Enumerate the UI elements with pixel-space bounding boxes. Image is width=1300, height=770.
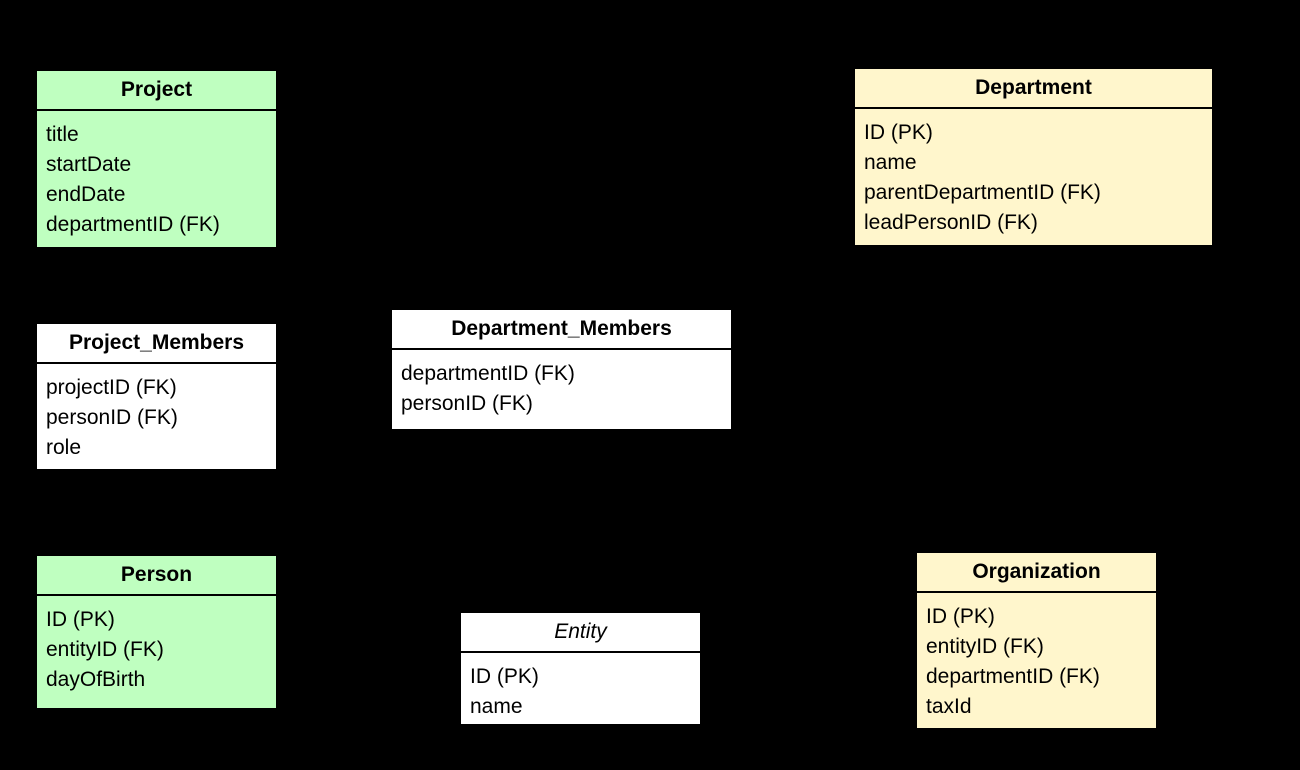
entity-title-department_members: Department_Members xyxy=(392,310,731,350)
entity-attribute: ID (PK) xyxy=(926,605,995,628)
entity-attributes-entity: ID (PK) name xyxy=(461,653,700,724)
entity-attributes-project: title startDate endDate departmentID (FK) xyxy=(37,111,276,247)
entity-box-project_members[interactable]: Project_Members projectID (FK) personID (F… xyxy=(35,322,278,471)
entity-attribute: startDate xyxy=(46,153,132,176)
entity-attribute: ID (PK) xyxy=(864,121,933,144)
entity-attribute: taxId xyxy=(926,695,972,718)
entity-attribute: personID (FK) xyxy=(401,392,533,415)
entity-attribute: departmentID (FK) xyxy=(926,665,1100,688)
entity-attribute: personID (FK) xyxy=(46,406,178,429)
entity-title-project_members: Project_Members xyxy=(37,324,276,364)
entity-attribute: ID (PK) xyxy=(470,665,539,688)
entity-title-project: Project xyxy=(37,71,276,111)
entity-box-organization[interactable]: Organization ID (PK) entityID (FK) departme… xyxy=(915,551,1158,730)
entity-attribute: parentDepartmentID (FK) xyxy=(864,181,1101,204)
entity-attribute: projectID (FK) xyxy=(46,376,177,399)
entity-title-person: Person xyxy=(37,556,276,596)
entity-attribute: name xyxy=(470,695,523,718)
entity-title-organization: Organization xyxy=(917,553,1156,593)
entity-attribute: ID (PK) xyxy=(46,608,115,631)
entity-attribute: title xyxy=(46,123,79,146)
entity-attribute: name xyxy=(864,151,917,174)
entity-title-entity: Entity xyxy=(461,613,700,653)
entity-attribute: departmentID (FK) xyxy=(401,362,575,385)
entity-title-department: Department xyxy=(855,69,1212,109)
entity-attributes-department_members: departmentID (FK) personID (FK) xyxy=(392,350,731,428)
entity-attributes-department: ID (PK) name parentDepartmentID (FK) leadPe… xyxy=(855,109,1212,245)
entity-attribute: role xyxy=(46,436,82,459)
entity-attributes-organization: ID (PK) entityID (FK) departmentID (FK) tax… xyxy=(917,593,1156,728)
entity-box-person[interactable]: Person ID (PK) entityID (FK) dayOfBirth xyxy=(35,554,278,710)
entity-box-department[interactable]: Department ID (PK) name parentDepartmentID … xyxy=(853,67,1214,247)
entity-attribute: dayOfBirth xyxy=(46,668,146,691)
entity-attribute: departmentID (FK) xyxy=(46,213,220,236)
entity-box-department_members[interactable]: Department_Members departmentID (FK) perso… xyxy=(390,308,733,431)
entity-attribute: entityID (FK) xyxy=(926,635,1044,658)
entity-attribute: endDate xyxy=(46,183,126,206)
entity-attributes-project_members: projectID (FK) personID (FK) role xyxy=(37,364,276,469)
entity-attributes-person: ID (PK) entityID (FK) dayOfBirth xyxy=(37,596,276,704)
entity-box-project[interactable]: Project title startDate endDate departmentID… xyxy=(35,69,278,249)
entity-attribute: leadPersonID (FK) xyxy=(864,211,1038,234)
entity-attribute: entityID (FK) xyxy=(46,638,164,661)
entity-box-entity[interactable]: Entity ID (PK) name xyxy=(459,611,702,726)
